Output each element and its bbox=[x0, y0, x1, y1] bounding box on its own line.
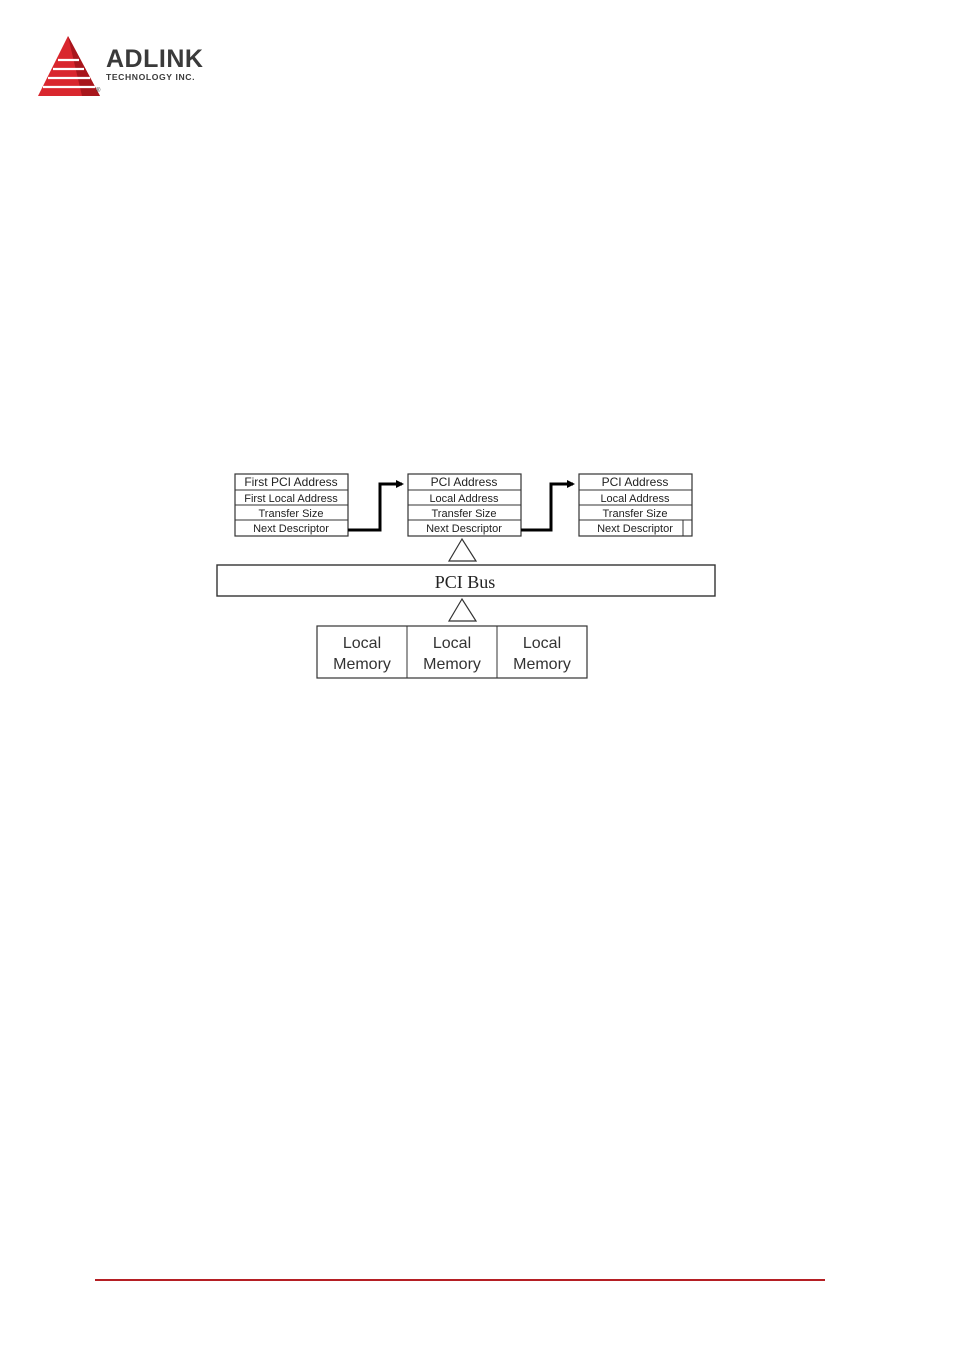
next-descriptor-arrow-2 bbox=[521, 480, 575, 532]
footer-rule bbox=[95, 1279, 825, 1281]
memory-1-line-1: Local bbox=[343, 635, 381, 652]
bus-to-descriptor-triangle bbox=[447, 537, 478, 562]
descriptor-3-field-4: Next Descriptor bbox=[597, 523, 673, 535]
descriptor-block-1: First PCI Address First Local Address Tr… bbox=[234, 473, 349, 537]
descriptor-1-field-3: Transfer Size bbox=[258, 508, 323, 520]
diagram-canvas: First PCI Address First Local Address Tr… bbox=[216, 473, 716, 679]
descriptor-block-2: PCI Address Local Address Transfer Size … bbox=[407, 473, 522, 537]
descriptor-2-field-3: Transfer Size bbox=[431, 508, 496, 520]
brand-name: ADLINK bbox=[106, 45, 204, 73]
descriptor-block-3: PCI Address Local Address Transfer Size … bbox=[578, 473, 693, 537]
company-logo: ADLINK TECHNOLOGY INC. ® bbox=[38, 36, 238, 100]
descriptor-1-field-2: First Local Address bbox=[244, 493, 338, 505]
dma-descriptor-diagram: First PCI Address First Local Address Tr… bbox=[200, 448, 730, 696]
descriptor-1-field-1: First PCI Address bbox=[244, 475, 337, 489]
descriptor-2-field-4: Next Descriptor bbox=[426, 523, 502, 535]
descriptor-3-field-2: Local Address bbox=[600, 493, 670, 505]
descriptor-2-field-2: Local Address bbox=[429, 493, 499, 505]
memory-2-line-1: Local bbox=[433, 635, 471, 652]
descriptor-1-field-4: Next Descriptor bbox=[253, 523, 329, 535]
adlink-triangle-icon bbox=[38, 36, 100, 96]
memory-2-line-2: Memory bbox=[423, 656, 481, 673]
brand-tagline: TECHNOLOGY INC. bbox=[106, 72, 196, 82]
next-descriptor-arrow-1 bbox=[348, 480, 404, 532]
registered-mark: ® bbox=[96, 88, 101, 94]
descriptor-2-field-1: PCI Address bbox=[431, 475, 498, 489]
local-memory-group: Local Memory Local Memory Local Memory bbox=[316, 625, 588, 679]
memory-3-line-2: Memory bbox=[513, 656, 571, 673]
memory-to-bus-triangle bbox=[447, 597, 478, 622]
descriptor-3-field-3: Transfer Size bbox=[602, 508, 667, 520]
pci-bus-label: PCI Bus bbox=[435, 572, 496, 592]
pci-bus: PCI Bus bbox=[216, 564, 716, 597]
descriptor-3-field-1: PCI Address bbox=[602, 475, 669, 489]
memory-3-line-1: Local bbox=[523, 635, 561, 652]
memory-1-line-2: Memory bbox=[333, 656, 391, 673]
